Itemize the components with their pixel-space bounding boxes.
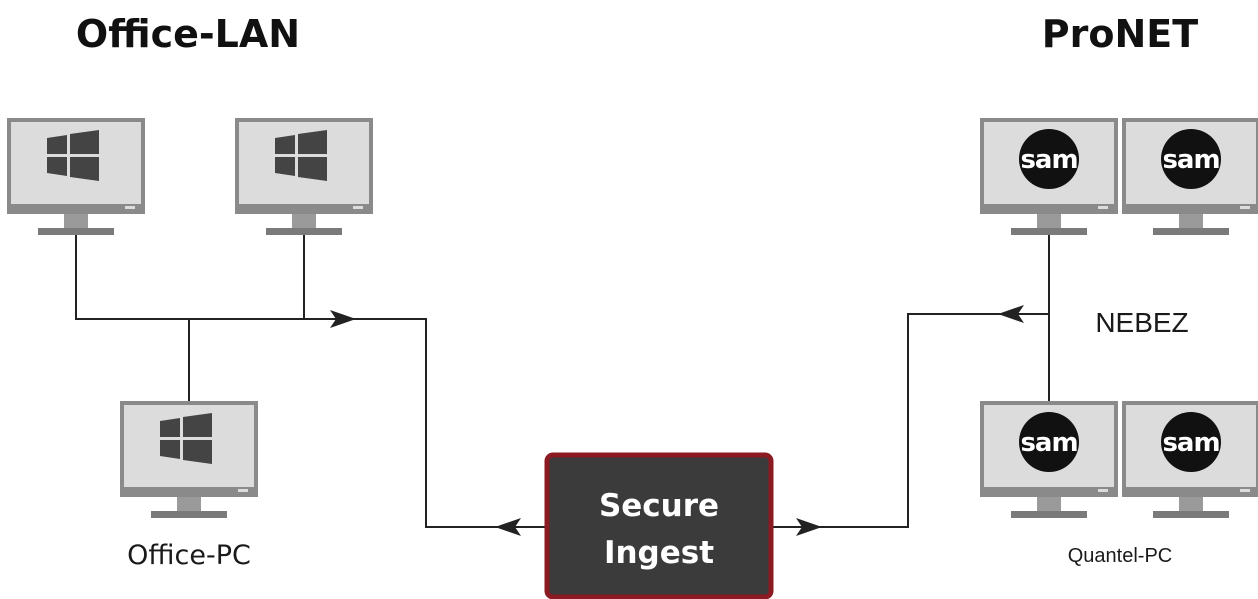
sam-monitor-icon: sam [980, 118, 1118, 235]
svg-text:sam: sam [1020, 428, 1077, 458]
windows-monitor-icon [7, 118, 145, 235]
secure-ingest-line1: Secure [599, 488, 719, 524]
nebez-label: NEBEZ [1095, 307, 1188, 338]
windows-monitor-icon [120, 401, 258, 518]
pronet-title: ProNET [1042, 12, 1198, 56]
sam-monitor-icon: sam [980, 401, 1118, 518]
office-lan-connections [75, 235, 545, 528]
quantel-pc-label: Quantel-PC [1068, 545, 1173, 567]
svg-text:sam: sam [1162, 428, 1219, 458]
sam-monitor-icon: sam [1122, 401, 1258, 518]
arrow-left-icon [998, 305, 1024, 323]
pronet-connections [772, 235, 1050, 528]
arrow-right-icon [796, 518, 822, 536]
sam-monitor-icon: sam [1122, 118, 1258, 235]
office-lan-title: Office-LAN [76, 12, 300, 56]
arrow-right-icon [330, 310, 356, 328]
svg-text:sam: sam [1162, 145, 1219, 175]
secure-ingest-box: Secure Ingest [544, 452, 774, 599]
arrow-left-icon [495, 518, 521, 536]
svg-text:sam: sam [1020, 145, 1077, 175]
windows-monitor-icon [235, 118, 373, 235]
secure-ingest-line2: Ingest [604, 535, 714, 571]
office-pc-label: Office-PC [127, 540, 251, 571]
